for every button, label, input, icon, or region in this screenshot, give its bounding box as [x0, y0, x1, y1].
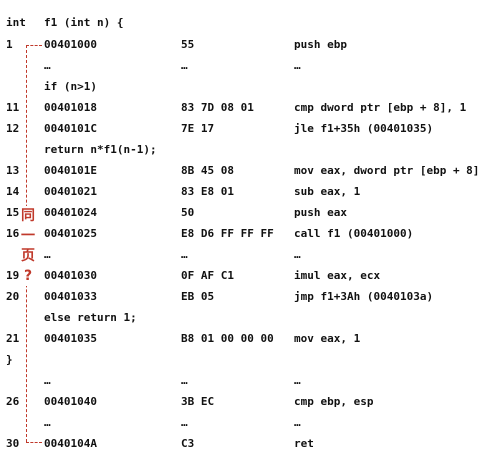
asm-row: 14 00401021 83 E8 01 sub eax, 1 [0, 182, 487, 202]
line-number: 13 [6, 164, 20, 177]
assembly-instruction: sub eax, 1 [294, 185, 361, 198]
address: 00401030 [44, 269, 97, 282]
assembly-instruction: mov eax, 1 [294, 332, 361, 345]
address: 0040101E [44, 164, 97, 177]
line-number: 20 [6, 290, 20, 303]
source-code: return n*f1(n-1); [44, 143, 157, 156]
address: 00401035 [44, 332, 97, 345]
bracket-bottom [26, 442, 42, 443]
address: 00401040 [44, 395, 97, 408]
assembly-instruction: mov eax, dword ptr [ebp + 8] [294, 164, 480, 177]
asm-row: … … … [0, 245, 487, 265]
address: 00401025 [44, 227, 97, 240]
annotation-char: 一 [21, 228, 35, 244]
asm-row: 26 00401040 3B EC cmp ebp, esp [0, 392, 487, 412]
bracket-top [26, 45, 42, 46]
asm-row: 30 0040104A C3 ret [0, 434, 487, 454]
line-number: 1 [6, 38, 13, 51]
machine-code: 0F AF C1 [181, 269, 234, 282]
machine-code: B8 01 00 00 00 [181, 332, 274, 345]
address: 00401000 [44, 38, 97, 51]
machine-code: … [181, 248, 188, 261]
annotation-char: 页 [21, 248, 35, 264]
assembly-instruction: jle f1+35h (00401035) [294, 122, 434, 135]
asm-row: 20 00401033 EB 05 jmp f1+3Ah (0040103a) [0, 287, 487, 307]
source-row: return n*f1(n-1); [0, 140, 487, 160]
line-number: 11 [6, 101, 20, 114]
line-number: 19 [6, 269, 20, 282]
machine-code: 50 [181, 206, 195, 219]
machine-code: … [181, 59, 188, 72]
asm-row: 12 0040101C 7E 17 jle f1+35h (00401035) [0, 119, 487, 139]
address: 0040104A [44, 437, 97, 450]
address: 00401021 [44, 185, 97, 198]
closing-brace-row: } [0, 350, 487, 370]
machine-code: E8 D6 FF FF FF [181, 227, 274, 240]
asm-row: 16 00401025 E8 D6 FF FF FF call f1 (0040100… [0, 224, 487, 244]
address: … [44, 59, 51, 72]
annotation-note: 同 一 页 ? [19, 206, 37, 286]
machine-code: 55 [181, 38, 195, 51]
machine-code: 7E 17 [181, 122, 215, 135]
asm-row: 1 00401000 55 push ebp [0, 35, 487, 55]
line-number: 21 [6, 332, 20, 345]
function-header: int f1 (int n) { [0, 13, 487, 33]
source-code: else return 1; [44, 311, 137, 324]
line-number: 12 [6, 122, 20, 135]
assembly-instruction: imul eax, ecx [294, 269, 381, 282]
asm-row: 13 0040101E 8B 45 08 mov eax, dword ptr [eb… [0, 161, 487, 181]
asm-row: 11 00401018 83 7D 08 01 cmp dword ptr [ebp … [0, 98, 487, 118]
assembly-instruction: ret [294, 437, 314, 450]
assembly-instruction: push ebp [294, 38, 347, 51]
function-signature: f1 (int n) { [44, 16, 124, 29]
assembly-instruction: jmp f1+3Ah (0040103a) [294, 290, 434, 303]
annotation-char: ? [23, 268, 33, 284]
machine-code: 83 7D 08 01 [181, 101, 254, 114]
line-number: 30 [6, 437, 20, 450]
source-row: if (n>1) [0, 77, 487, 97]
asm-row: 19 00401030 0F AF C1 imul eax, ecx [0, 266, 487, 286]
asm-row: 15 00401024 50 push eax [0, 203, 487, 223]
asm-row: … … … [0, 413, 487, 433]
assembly-instruction: … [294, 374, 301, 387]
line-number: 15 [6, 206, 20, 219]
address: 00401018 [44, 101, 97, 114]
machine-code: EB 05 [181, 290, 215, 303]
assembly-instruction: call f1 (00401000) [294, 227, 414, 240]
line-number: 16 [6, 227, 20, 240]
asm-row: 21 00401035 B8 01 00 00 00 mov eax, 1 [0, 329, 487, 349]
assembly-instruction: … [294, 248, 301, 261]
line-number: 26 [6, 395, 20, 408]
address: … [44, 416, 51, 429]
source-row: else return 1; [0, 308, 487, 328]
machine-code: 8B 45 08 [181, 164, 234, 177]
machine-code: … [181, 374, 188, 387]
assembly-instruction: push eax [294, 206, 347, 219]
machine-code: 3B EC [181, 395, 215, 408]
return-type: int [6, 16, 26, 29]
line-number: 14 [6, 185, 20, 198]
machine-code: C3 [181, 437, 195, 450]
address: … [44, 374, 51, 387]
annotation-char: 同 [21, 208, 35, 224]
asm-row: … … … [0, 56, 487, 76]
source-code: if (n>1) [44, 80, 97, 93]
assembly-instruction: cmp dword ptr [ebp + 8], 1 [294, 101, 467, 114]
machine-code: 83 E8 01 [181, 185, 234, 198]
address: … [44, 248, 51, 261]
address: 00401033 [44, 290, 97, 303]
address: 0040101C [44, 122, 97, 135]
assembly-instruction: … [294, 416, 301, 429]
closing-brace: } [6, 353, 13, 366]
assembly-instruction: … [294, 59, 301, 72]
asm-row: … … … [0, 371, 487, 391]
address: 00401024 [44, 206, 97, 219]
machine-code: … [181, 416, 188, 429]
assembly-instruction: cmp ebp, esp [294, 395, 374, 408]
